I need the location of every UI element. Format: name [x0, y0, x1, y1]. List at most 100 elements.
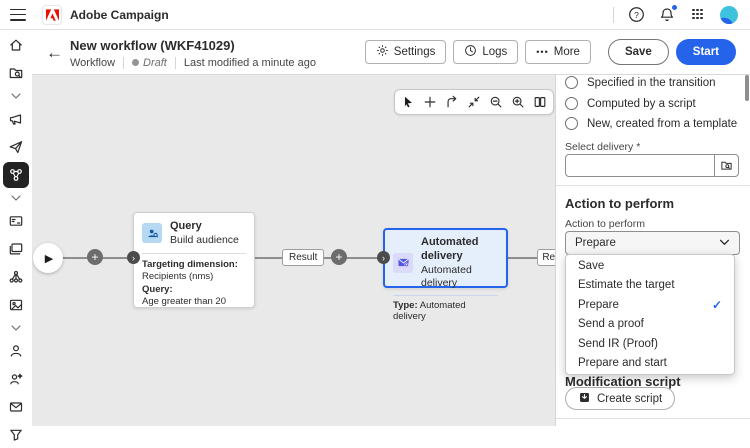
field-label: Query: [142, 283, 173, 295]
campaigns-megaphone-icon[interactable] [3, 106, 29, 132]
transition-result-label[interactable]: Result [282, 249, 325, 266]
chevron-down-icon [719, 237, 730, 249]
last-modified-label: Last modified a minute ago [183, 57, 316, 69]
radio-option-computed-by-script[interactable]: Computed by a script [565, 97, 696, 110]
port-arrow-icon: › [382, 252, 385, 263]
fit-to-screen-icon[interactable] [465, 93, 483, 111]
svg-text:?: ? [634, 10, 639, 20]
deliveries-send-icon[interactable] [3, 134, 29, 160]
node-subtitle: Build audience [170, 233, 239, 246]
action-to-perform-select[interactable]: Prepare [565, 231, 740, 255]
field-label: Type: [393, 299, 418, 311]
chevron-down-icon[interactable] [3, 88, 29, 104]
zoom-in-icon[interactable] [509, 93, 527, 111]
workflow-type-label: Workflow [70, 57, 116, 69]
help-icon[interactable]: ? [627, 6, 645, 24]
logs-button-label: Logs [482, 46, 508, 58]
chevron-down-icon[interactable] [3, 320, 29, 336]
create-script-button[interactable]: Create script [565, 387, 676, 410]
zoom-out-icon[interactable] [487, 93, 505, 111]
more-button-label: More [553, 46, 580, 58]
plus-icon: + [91, 250, 99, 264]
minimap-icon[interactable] [531, 93, 549, 111]
profiles-person-icon[interactable] [3, 338, 29, 364]
explorer-folder-search-icon[interactable] [3, 60, 29, 86]
templates-layers-icon[interactable] [3, 236, 29, 262]
chevron-down-icon[interactable] [3, 190, 29, 206]
radio-icon [565, 76, 578, 89]
hamburger-menu-icon[interactable] [10, 8, 26, 21]
history-clock-icon [464, 44, 477, 60]
node-title: Query [170, 220, 202, 232]
page-title: New workflow (WKF41029) [70, 38, 235, 53]
add-activity-plus-icon[interactable] [421, 93, 439, 111]
node-input-port: › [377, 251, 390, 264]
action-section-title: Action to perform [565, 196, 675, 211]
notifications-bell-icon[interactable] [658, 3, 678, 24]
menu-item-prepare-and-start[interactable]: Prepare and start [578, 357, 667, 370]
properties-panel: Specified in the transition Computed by … [555, 75, 750, 426]
menu-item-send-a-proof[interactable]: Send a proof [578, 318, 644, 331]
more-dots-icon: ••• [536, 47, 549, 57]
node-input-port: › [127, 251, 140, 264]
start-play-node[interactable]: ▶ [33, 243, 63, 273]
select-delivery-field [565, 154, 739, 177]
start-button[interactable]: Start [675, 39, 736, 65]
canvas-toolbar [394, 89, 554, 115]
section-divider [556, 418, 750, 419]
top-app-bar: Adobe Campaign ? [0, 0, 750, 30]
port-arrow-icon: › [132, 252, 135, 263]
content-card-icon[interactable] [3, 208, 29, 234]
back-arrow-button[interactable]: ← [46, 43, 63, 62]
audiences-icon[interactable] [3, 366, 29, 392]
status-dot [132, 59, 140, 66]
user-avatar[interactable] [720, 5, 738, 24]
select-cursor-icon[interactable] [399, 93, 417, 111]
node-divider [393, 294, 498, 296]
subscriptions-mail-icon[interactable] [3, 394, 29, 420]
selected-action-value: Prepare [575, 237, 616, 249]
create-script-label: Create script [597, 392, 663, 405]
transition-result-label-clipped[interactable]: Resu [537, 249, 555, 266]
save-button[interactable]: Save [607, 39, 669, 65]
workflow-canvas[interactable]: ▶ + + › › Result Resu Query Build audien… [32, 75, 555, 426]
home-icon[interactable] [3, 32, 29, 58]
field-value: Age greater than 20 [142, 295, 226, 307]
save-button-label: Save [624, 46, 652, 58]
fragments-icon[interactable] [3, 264, 29, 290]
assets-image-icon[interactable] [3, 292, 29, 318]
browse-folder-search-icon[interactable] [714, 155, 738, 176]
query-activity-node[interactable]: Query Build audience Targeting dimension… [133, 212, 255, 308]
notification-badge [671, 3, 678, 11]
node-details: Type: Automated delivery [385, 296, 506, 326]
select-delivery-input[interactable] [566, 155, 714, 176]
logs-button[interactable]: Logs [453, 40, 519, 64]
status-label: Draft [143, 57, 167, 69]
add-activity-on-transition-button[interactable]: + [331, 249, 347, 265]
menu-item-prepare-selected[interactable]: Prepare✓ [578, 297, 722, 312]
settings-button[interactable]: Settings [364, 40, 447, 64]
radio-option-new-from-template[interactable]: New, created from a template [565, 117, 737, 130]
menu-item-estimate-the-target[interactable]: Estimate the target [578, 279, 675, 292]
script-icon [578, 391, 591, 407]
workflows-icon-selected[interactable] [3, 162, 29, 188]
more-button[interactable]: ••• More [525, 40, 591, 64]
menu-item-send-ir-proof[interactable]: Send IR (Proof) [578, 337, 658, 350]
query-activity-icon [142, 223, 162, 244]
modification-script-section-title: Modification script [565, 374, 681, 389]
connector-arrow-icon[interactable] [443, 93, 461, 111]
menu-item-save[interactable]: Save [578, 259, 605, 272]
radio-option-specified-in-transition[interactable]: Specified in the transition [565, 76, 716, 89]
node-title: Automated delivery [421, 236, 479, 262]
gear-icon [376, 44, 389, 60]
start-button-label: Start [692, 46, 719, 58]
add-activity-on-transition-button[interactable]: + [87, 249, 103, 265]
automated-delivery-activity-node-selected[interactable]: Automated delivery Automated delivery Ty… [383, 228, 508, 322]
topbar-divider [613, 6, 614, 23]
action-dropdown-menu: Save Estimate the target Prepare✓ Send a… [565, 254, 735, 375]
app-switcher-grid-icon[interactable] [689, 6, 707, 24]
panel-scrollbar[interactable] [745, 75, 749, 101]
node-details: Targeting dimension: Recipients (nms) Qu… [134, 254, 254, 313]
node-subtitle: Automated delivery [421, 263, 472, 289]
app-title: Adobe Campaign [70, 7, 169, 22]
